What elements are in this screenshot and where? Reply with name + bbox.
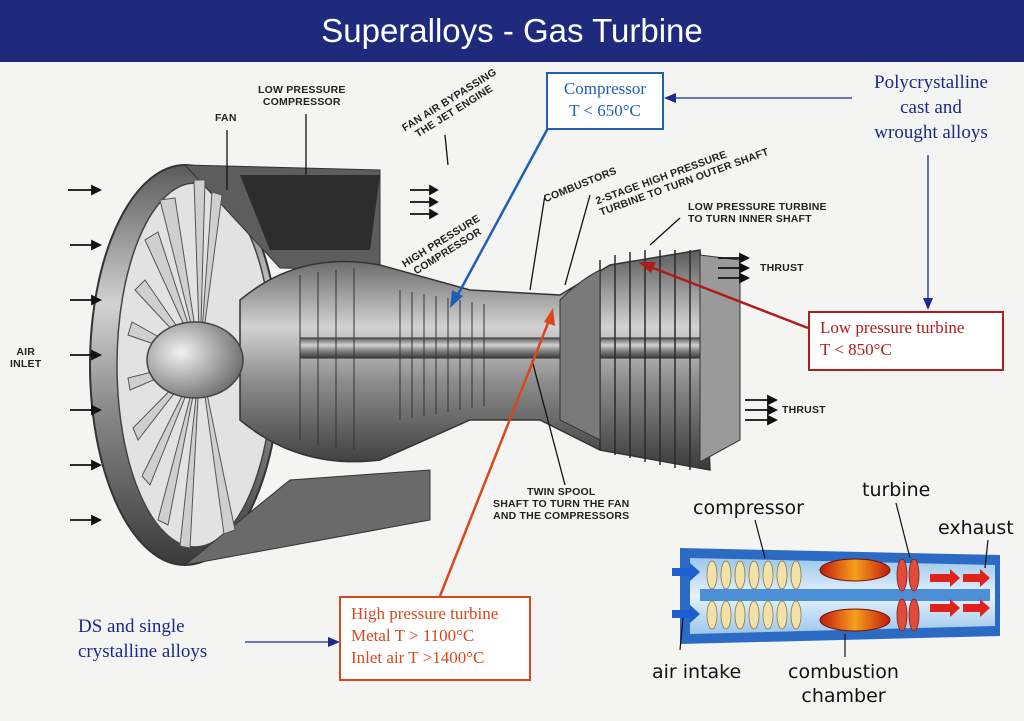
title-bar: Superalloys - Gas Turbine	[0, 0, 1024, 62]
note-poly-line3: wrought alloys	[874, 122, 988, 143]
label-lp-turbine-line1: LOW PRESSURE TURBINE	[688, 201, 827, 213]
air-inlet-arrows	[68, 184, 779, 526]
note-poly-line1: Polycrystalline	[874, 72, 988, 93]
callout-compressor-temp: T < 650°C	[569, 101, 641, 120]
schematic-label-air-intake: air intake	[652, 661, 742, 683]
schematic-label-turbine: turbine	[862, 479, 931, 501]
note-ds-line2: crystalline alloys	[78, 641, 208, 662]
note-poly-line2: cast and	[900, 97, 962, 118]
callout-lp-turbine-temp: T < 850°C	[820, 340, 892, 359]
callout-lp-turbine: Low pressure turbine T < 850°C	[808, 311, 1004, 371]
schematic-label-combustion-line2: chamber	[801, 685, 886, 707]
callout-hp-turbine-metal: Metal T > 1100°C	[351, 626, 475, 645]
label-twin-spool-line2: SHAFT TO TURN THE FAN	[493, 498, 630, 510]
label-thrust-bottom: THRUST	[782, 404, 826, 416]
page-title: Superalloys - Gas Turbine	[321, 12, 703, 49]
engine-core	[239, 249, 741, 471]
label-twin-spool-line1: TWIN SPOOL	[526, 486, 596, 498]
note-ds-line1: DS and single	[78, 616, 185, 637]
label-fan: FAN	[215, 112, 237, 124]
callout-lp-turbine-title: Low pressure turbine	[820, 318, 965, 337]
label-thrust-top: THRUST	[760, 262, 804, 274]
schematic-label-combustion-line1: combustion	[788, 661, 899, 683]
schematic-engine	[672, 502, 1000, 657]
label-air-inlet-line2: INLET	[10, 358, 42, 370]
label-low-pressure-compressor: LOW PRESSURE COMPRESSOR	[258, 84, 346, 108]
fan-spinner	[146, 321, 244, 399]
engine-leader-lines	[226, 114, 681, 486]
callout-compressor: Compressor T < 650°C	[546, 72, 664, 130]
label-air-inlet-line1: AIR	[16, 346, 36, 358]
callout-hp-turbine-inlet: Inlet air T >1400°C	[351, 648, 485, 667]
label-twin-spool-line3: AND THE COMPRESSORS	[493, 510, 630, 522]
label-lp-turbine: LOW PRESSURE TURBINE TO TURN INNER SHAFT	[688, 201, 827, 225]
schematic-label-combustion-chamber: combustion chamber	[788, 660, 899, 708]
callout-hp-turbine-title: High pressure turbine	[351, 604, 499, 623]
label-lpc-line2: COMPRESSOR	[262, 96, 341, 108]
callout-arrows	[245, 93, 933, 647]
schematic-label-compressor: compressor	[693, 497, 804, 519]
label-lpc-line1: LOW PRESSURE	[258, 84, 346, 96]
label-lp-turbine-line2: TO TURN INNER SHAFT	[688, 213, 812, 225]
label-air-inlet: AIR INLET	[10, 346, 41, 370]
note-polycrystalline: Polycrystalline cast and wrought alloys	[858, 70, 1004, 145]
schematic-label-exhaust: exhaust	[938, 517, 1014, 539]
note-ds-single-crystal: DS and single crystalline alloys	[78, 614, 207, 664]
callout-hp-turbine: High pressure turbine Metal T > 1100°C I…	[339, 596, 531, 681]
callout-compressor-title: Compressor	[563, 79, 647, 98]
label-twin-spool: TWIN SPOOL SHAFT TO TURN THE FAN AND THE…	[493, 486, 629, 522]
